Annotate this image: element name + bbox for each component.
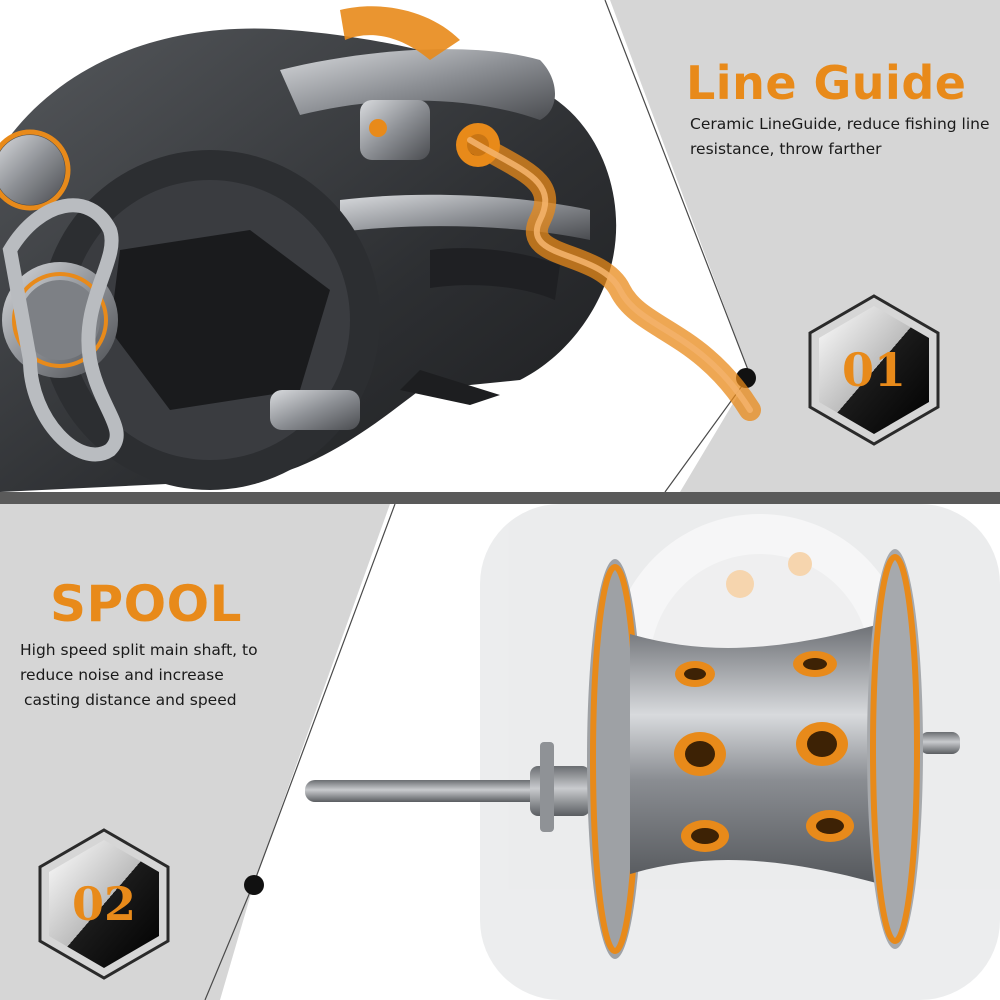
pointer-dot xyxy=(244,875,264,895)
spool-image xyxy=(305,549,960,959)
line-guide-description: Ceramic LineGuide, reduce fishing line r… xyxy=(690,115,990,158)
badge-01-hexagon xyxy=(808,294,940,446)
spool-description-line-1: High speed split main shaft, to xyxy=(20,641,258,659)
spool-panel: 02 SPOOL High speed split main shaft, to… xyxy=(0,504,1000,1000)
badge-02-hexagon xyxy=(38,828,170,980)
badge-01-number: 01 xyxy=(842,343,906,397)
section-divider xyxy=(0,492,1000,504)
spool-title: SPOOL xyxy=(50,575,243,633)
spool-description-line-3: casting distance and speed xyxy=(24,691,237,709)
line-guide-panel: 01 Line Guide Ceramic LineGuide, reduce … xyxy=(0,0,1000,492)
baitcaster-reel-image xyxy=(0,6,617,492)
badge-02-number: 02 xyxy=(72,877,136,931)
spool-description-line-2: reduce noise and increase xyxy=(20,666,224,684)
line-guide-artwork: 01 xyxy=(0,0,1000,492)
line-guide-title: Line Guide xyxy=(686,56,967,110)
spool-description: High speed split main shaft, to reduce n… xyxy=(20,638,320,713)
spool-artwork: 02 xyxy=(0,504,1000,1000)
